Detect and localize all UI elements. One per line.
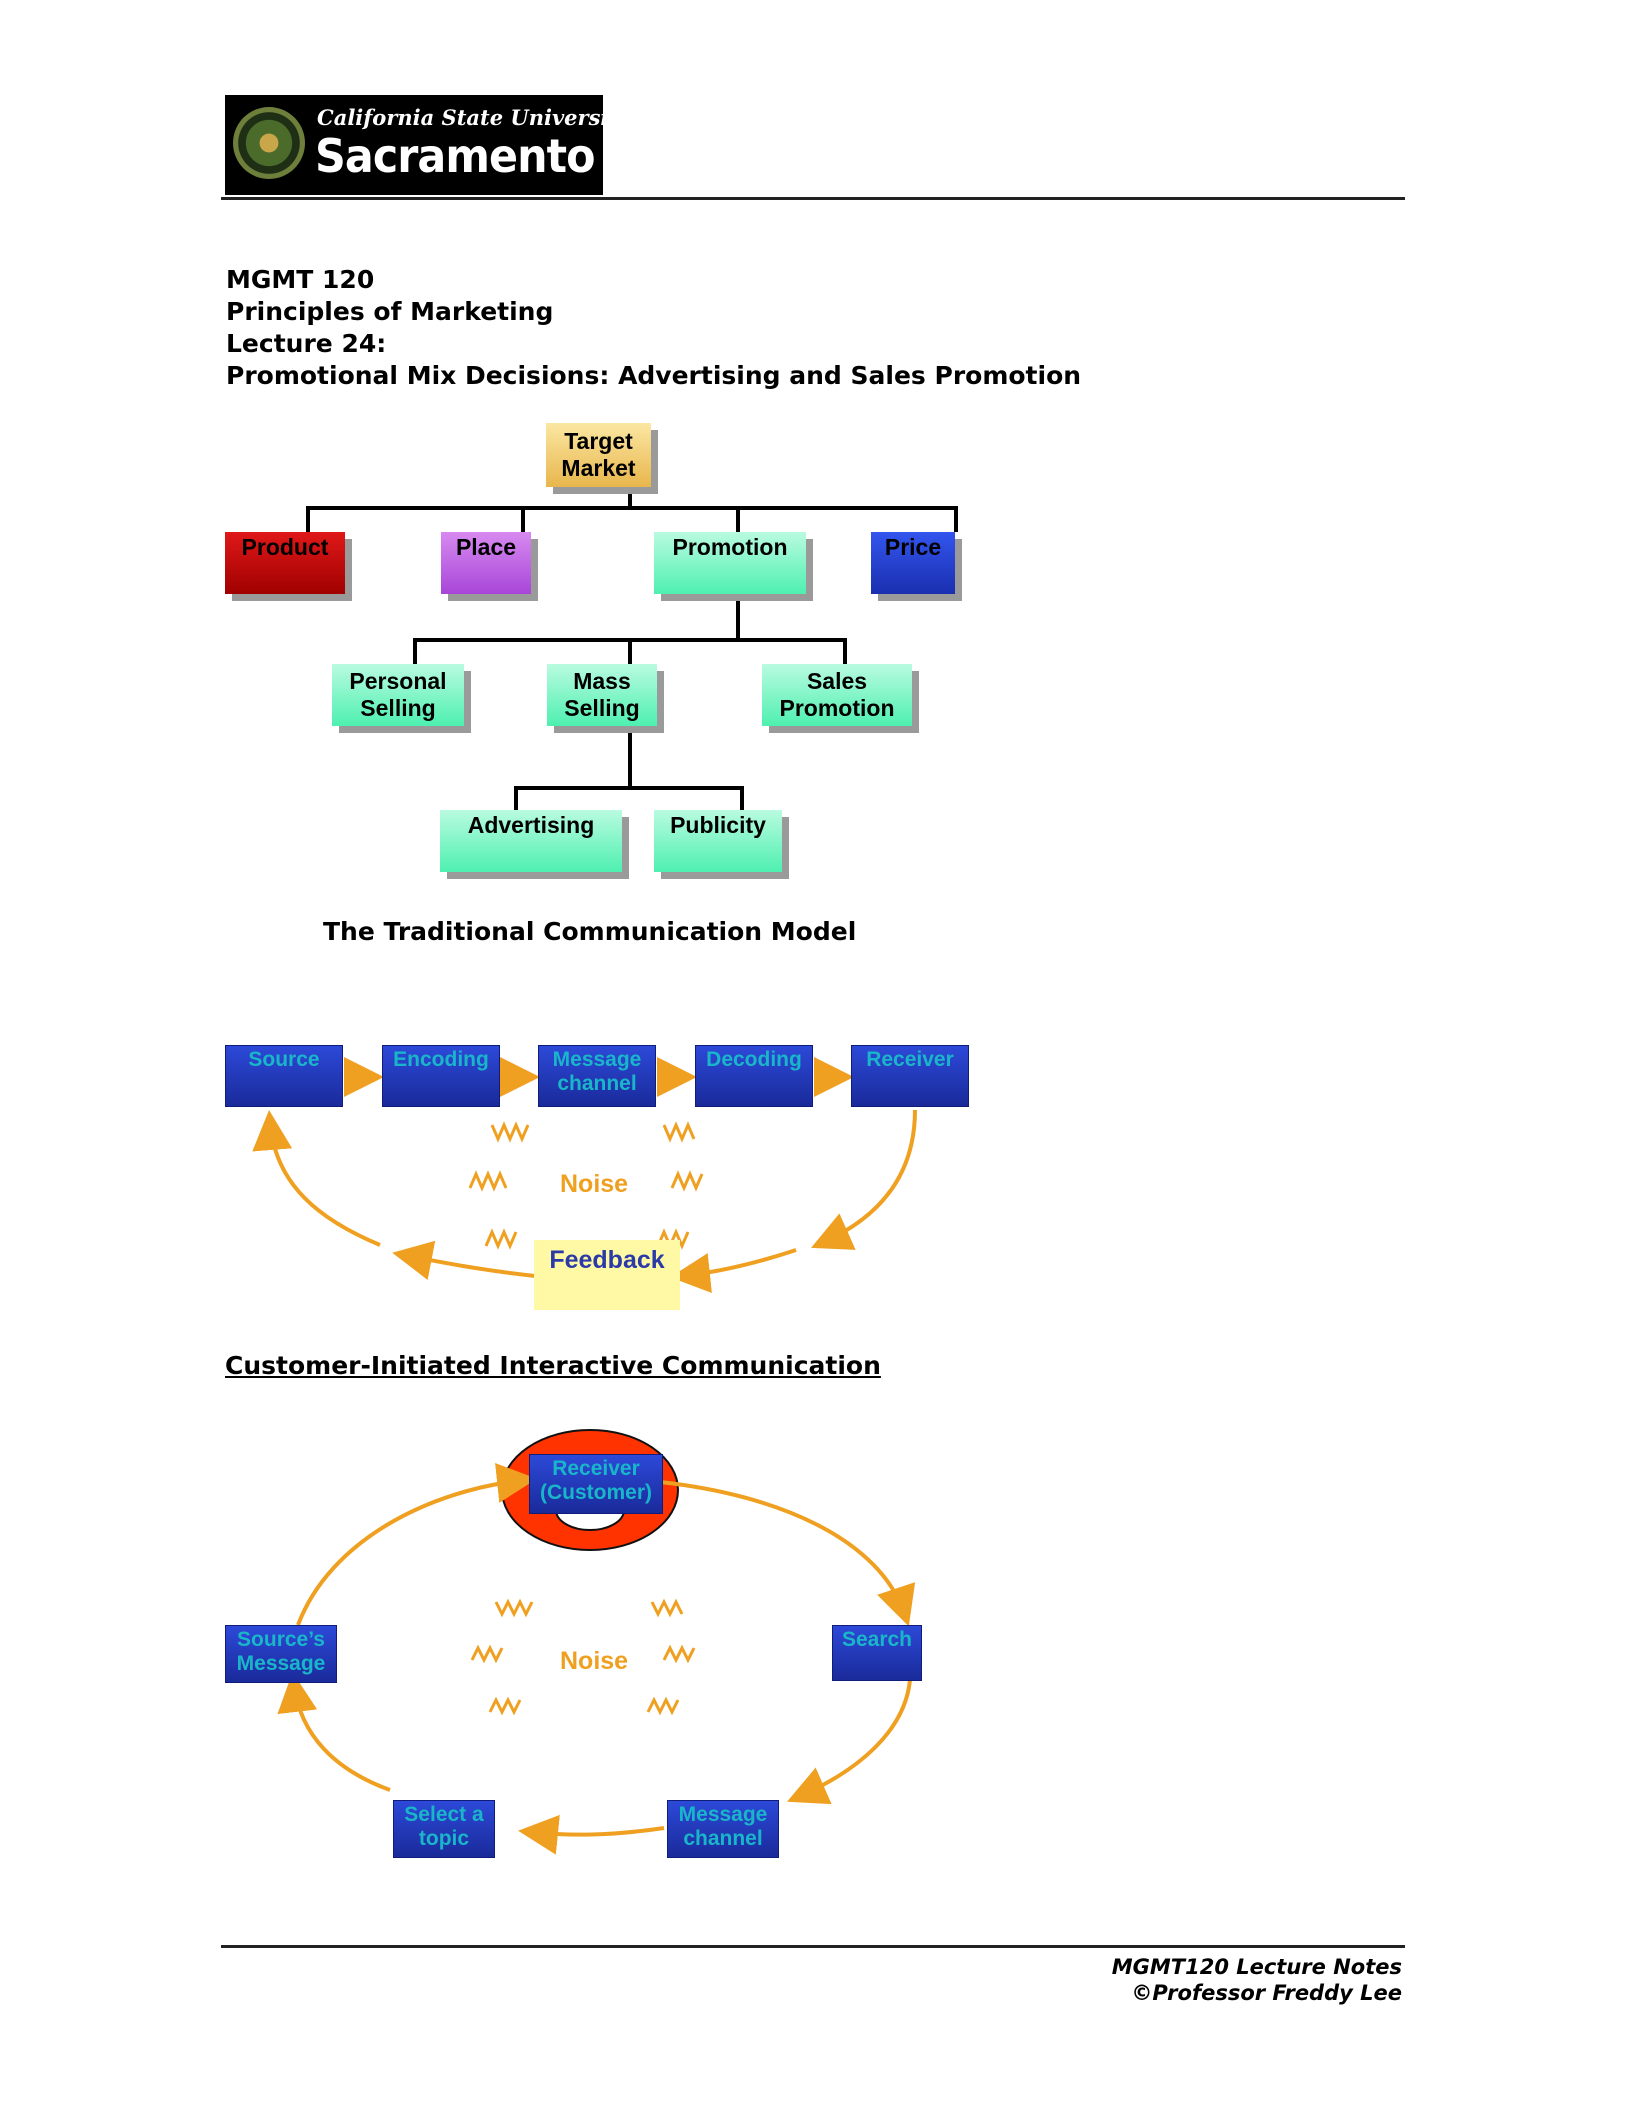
search-box: Search — [832, 1625, 922, 1681]
course-code: MGMT 120 — [226, 265, 375, 294]
source-box: Source — [225, 1045, 343, 1107]
lecture-number: Lecture 24: — [226, 329, 387, 358]
footer-line-1: MGMT120 Lecture Notes — [1111, 1955, 1402, 1979]
decoding-box: Decoding — [695, 1045, 813, 1107]
footer-line-2: ©Professor Freddy Lee — [1131, 1981, 1402, 2005]
logo-city-text: Sacramento — [315, 129, 596, 183]
logo-university-text: California State University — [317, 105, 631, 130]
advertising-box: Advertising — [440, 810, 622, 872]
interactive-model-title: Customer-Initiated Interactive Communica… — [225, 1351, 881, 1380]
receiver-box: Receiver — [851, 1045, 969, 1107]
course-name: Principles of Marketing — [226, 297, 554, 326]
university-logo: California State University Sacramento — [225, 95, 630, 195]
place-box: Place — [441, 532, 531, 594]
traditional-model-title: The Traditional Communication Model — [323, 917, 857, 946]
noise-label: Noise — [560, 1170, 629, 1198]
footer-rule — [221, 1945, 1405, 1948]
lecture-topic: Promotional Mix Decisions: Advertising a… — [226, 361, 1082, 390]
header-rule — [221, 197, 1405, 200]
university-seal-icon — [233, 107, 305, 179]
encoding-box: Encoding — [382, 1045, 500, 1107]
interactive-noise-zigzags — [470, 1598, 696, 1716]
promotion-box: Promotion — [654, 532, 806, 594]
feedback-box: Feedback — [534, 1240, 680, 1310]
publicity-box: Publicity — [654, 810, 782, 872]
noise-zigzags — [468, 1121, 704, 1250]
product-box: Product — [225, 532, 345, 594]
price-box: Price — [871, 532, 955, 594]
receiver-customer-box: Receiver(Customer) — [529, 1454, 663, 1514]
interactive-noise-label: Noise — [560, 1647, 629, 1675]
